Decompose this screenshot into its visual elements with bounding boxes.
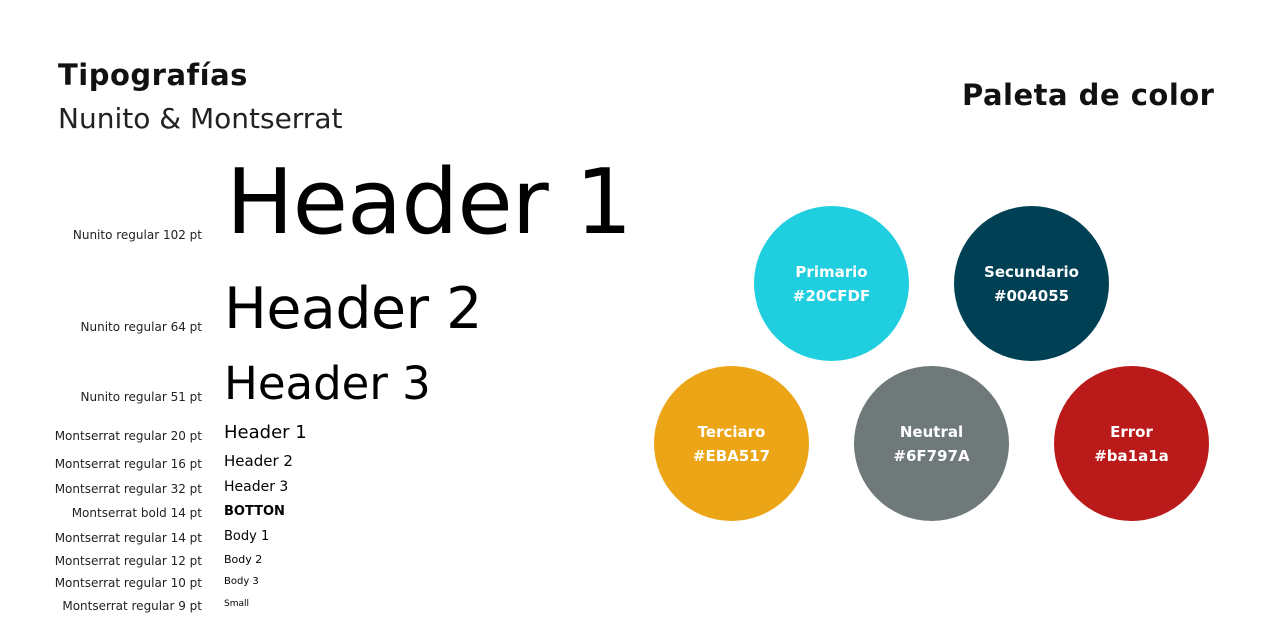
font-spec-label: Montserrat regular 12 pt — [54, 554, 202, 568]
swatch-name: Neutral — [899, 422, 964, 441]
swatch-code: #ba1a1a — [1094, 446, 1169, 465]
swatch-terciaro: Terciaro #EBA517 — [654, 366, 809, 521]
typography-subtitle: Nunito & Montserrat — [58, 102, 343, 135]
swatch-code: #004055 — [993, 286, 1070, 305]
font-spec-label: Nunito regular 51 pt — [80, 390, 203, 404]
swatch-code: #20CFDF — [792, 286, 871, 305]
swatch-name: Primario — [795, 262, 868, 281]
font-spec-label: Montserrat regular 16 pt — [54, 457, 202, 471]
palette-title: Paleta de color — [962, 78, 1215, 112]
font-sample-header-3: Header 3 — [224, 357, 431, 410]
font-sample-body-3: Body 3 — [224, 576, 259, 587]
font-sample-body-2: Body 2 — [224, 553, 263, 566]
font-sample-montserrat-header-1: Header 1 — [224, 422, 307, 443]
font-sample-montserrat-header-2: Header 2 — [224, 452, 293, 470]
font-spec-label: Nunito regular 102 pt — [72, 228, 202, 242]
font-sample-body-1: Body 1 — [224, 529, 270, 544]
swatch-name: Terciaro — [697, 422, 766, 441]
font-sample-header-2: Header 2 — [224, 276, 482, 342]
swatch-code: #EBA517 — [692, 446, 771, 465]
swatch-name: Secundario — [984, 262, 1079, 281]
swatch-name: Error — [1110, 422, 1153, 441]
font-sample-header-1: Header 1 — [226, 150, 633, 255]
font-spec-label: Montserrat regular 20 pt — [54, 429, 202, 443]
swatch-secundario: Secundario #004055 — [954, 206, 1109, 361]
font-sample-montserrat-header-3: Header 3 — [224, 479, 289, 495]
swatch-error: Error #ba1a1a — [1054, 366, 1209, 521]
font-spec-label: Montserrat regular 32 pt — [54, 482, 202, 496]
font-sample-button: BOTTON — [224, 504, 285, 519]
swatch-primario: Primario #20CFDF — [754, 206, 909, 361]
swatch-code: #6F797A — [893, 446, 970, 465]
typography-title: Tipografías — [58, 58, 248, 92]
font-sample-small: Small — [224, 599, 249, 609]
font-spec-label: Montserrat regular 9 pt — [62, 599, 202, 613]
font-spec-label: Nunito regular 64 pt — [80, 320, 203, 334]
font-spec-label: Montserrat regular 14 pt — [54, 531, 202, 545]
font-spec-label: Montserrat regular 10 pt — [54, 576, 202, 590]
font-spec-label: Montserrat bold 14 pt — [71, 506, 202, 520]
swatch-neutral: Neutral #6F797A — [854, 366, 1009, 521]
